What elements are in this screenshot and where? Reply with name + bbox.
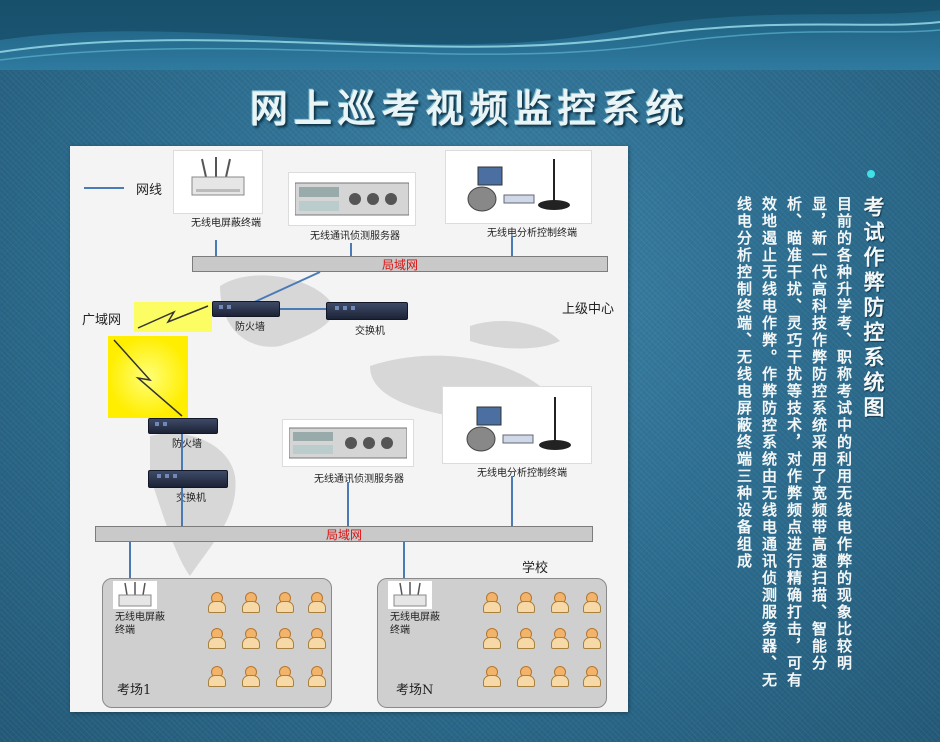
bottom-terminal-device bbox=[442, 386, 592, 464]
shielding-terminal-device bbox=[173, 150, 263, 214]
examinee-icon bbox=[308, 592, 326, 613]
wire bbox=[129, 542, 131, 588]
examinee-icon bbox=[583, 592, 601, 613]
examinee-icon bbox=[483, 666, 501, 687]
satellite-antenna-icon bbox=[466, 397, 571, 452]
wan-label: 广域网 bbox=[82, 313, 122, 328]
roomN-name: 考场N bbox=[396, 683, 434, 698]
center-label: 上级中心 bbox=[562, 302, 615, 317]
satellite-antenna-icon bbox=[467, 159, 570, 212]
router-icon bbox=[113, 581, 157, 609]
examinee-icon bbox=[517, 628, 535, 649]
wan-lightning-icon bbox=[134, 302, 212, 332]
bottom-lan-bar: 局域网 bbox=[95, 526, 593, 542]
school-label: 学校 bbox=[522, 561, 549, 576]
top-switch-device bbox=[326, 302, 408, 320]
bottom-terminal-label: 无线电分析控制终端 bbox=[477, 468, 567, 479]
top-server-label: 无线通讯侦测服务器 bbox=[310, 231, 400, 242]
wan-lightning-icon bbox=[108, 336, 188, 418]
examinee-icon bbox=[517, 592, 535, 613]
wire bbox=[511, 476, 513, 526]
room1-ap-label: 无线电屏蔽终端 bbox=[115, 612, 165, 636]
examinee-icon bbox=[551, 592, 569, 613]
bottom-server-device bbox=[282, 419, 414, 467]
examinee-icon bbox=[517, 666, 535, 687]
top-lan-label: 局域网 bbox=[381, 258, 418, 272]
bottom-server-label: 无线通讯侦测服务器 bbox=[314, 474, 404, 485]
side-title: 考试作弊防控系统图 bbox=[861, 196, 886, 421]
legend-label: 网线 bbox=[136, 183, 163, 198]
top-terminal-device bbox=[445, 150, 592, 224]
top-terminal-label: 无线电分析控制终端 bbox=[487, 228, 577, 239]
examinee-icon bbox=[276, 628, 294, 649]
wire bbox=[181, 490, 183, 526]
examinee-icon bbox=[208, 628, 226, 649]
router-icon bbox=[191, 157, 245, 196]
bottom-lan-label: 局域网 bbox=[325, 528, 362, 542]
examinee-icon bbox=[483, 592, 501, 613]
room1-name: 考场1 bbox=[117, 683, 152, 698]
examinee-icon bbox=[242, 666, 260, 687]
top-lan-bar: 局域网 bbox=[192, 256, 608, 272]
top-ap-label: 无线电屏蔽终端 bbox=[191, 218, 261, 229]
slide-title: 网上巡考视频监控系统 bbox=[249, 86, 690, 131]
wire bbox=[511, 236, 513, 256]
wire-lan-to-firewall bbox=[181, 271, 326, 518]
side-description: 目前的各种升学考、职称考试中的利用无线电作弊的现象比较明显，新一代高科技作弊防控… bbox=[735, 196, 853, 689]
examinee-icon bbox=[242, 592, 260, 613]
wire bbox=[350, 243, 352, 256]
bottom-switch-device bbox=[148, 470, 228, 488]
roomN-ap-label: 无线电屏蔽终端 bbox=[390, 612, 440, 636]
bottom-firewall-label: 防火墙 bbox=[172, 439, 202, 450]
examinee-icon bbox=[483, 628, 501, 649]
examinee-icon bbox=[308, 666, 326, 687]
server-rack-icon bbox=[295, 182, 409, 216]
examinee-icon bbox=[208, 666, 226, 687]
network-diagram: 网线 无线电屏蔽终端 无线通讯侦测服务器 无线电分析控制 bbox=[70, 146, 628, 712]
wire bbox=[403, 542, 405, 588]
legend-line bbox=[84, 187, 124, 189]
examinee-icon bbox=[276, 592, 294, 613]
top-switch-label: 交换机 bbox=[355, 326, 385, 337]
bullet-icon bbox=[867, 170, 875, 178]
wire bbox=[347, 482, 349, 526]
examinee-icon bbox=[242, 628, 260, 649]
router-icon bbox=[388, 581, 432, 609]
examinee-icon bbox=[583, 666, 601, 687]
examinee-icon bbox=[551, 666, 569, 687]
wire bbox=[215, 240, 217, 256]
top-wave-decoration bbox=[0, 0, 940, 70]
top-firewall-label: 防火墙 bbox=[235, 322, 265, 333]
server-rack-icon bbox=[289, 427, 407, 459]
examinee-icon bbox=[208, 592, 226, 613]
examinee-icon bbox=[276, 666, 294, 687]
top-firewall-device bbox=[212, 301, 280, 317]
examinee-icon bbox=[551, 628, 569, 649]
examinee-icon bbox=[308, 628, 326, 649]
examinee-icon bbox=[583, 628, 601, 649]
bottom-firewall-device bbox=[148, 418, 218, 434]
top-server-device bbox=[288, 172, 416, 226]
bottom-switch-label: 交换机 bbox=[176, 493, 206, 504]
